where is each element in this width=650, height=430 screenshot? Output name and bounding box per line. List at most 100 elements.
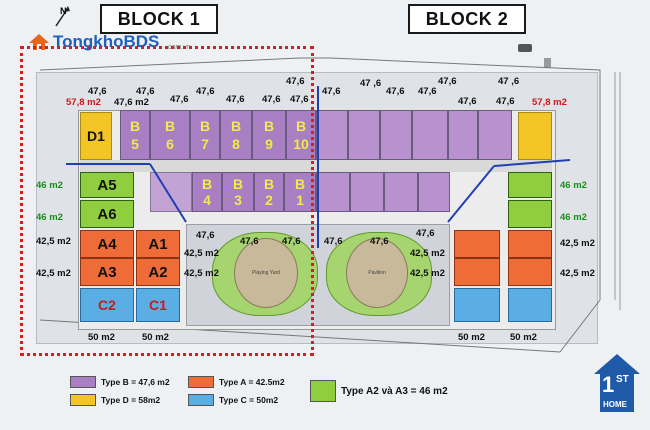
dim-plaza-5: 47,6: [370, 236, 389, 247]
legend-type-a: Type A = 42.5m2: [188, 376, 285, 388]
block2-unit-green-2: [508, 200, 552, 228]
block2-unit-d: [518, 112, 552, 160]
block2-unit-orange-2: [508, 230, 552, 258]
car-icon: [518, 44, 532, 52]
block-2-title: BLOCK 2: [408, 4, 526, 34]
dim-top-14: 47,6: [496, 96, 515, 107]
dim-a5: 46 m2: [36, 180, 63, 191]
dim-top-17: 47,6 m2: [114, 97, 149, 108]
dim-c1: 50 m2: [142, 332, 169, 343]
block-1-highlight: [20, 46, 314, 356]
dim-top-6: 47,6: [262, 94, 281, 105]
dim-top-12: 47,6: [418, 86, 437, 97]
dim-c2: 50 m2: [88, 332, 115, 343]
block2-unit-mid-5: [150, 172, 192, 212]
unit-a2: A2: [136, 258, 180, 286]
dim-plaza-3: 47,6: [282, 236, 301, 247]
dim-a6: 46 m2: [36, 212, 63, 223]
legend-type-a2a3: Type A2 và A3 = 46 m2: [310, 380, 448, 402]
legend-swatch-orange: [188, 376, 214, 388]
dim-d1-left: 57,8 m2: [66, 97, 101, 108]
unit-a1: A1: [136, 230, 180, 258]
dim-top-3: 47,6: [196, 86, 215, 97]
dim-top-10: 47,6: [322, 86, 341, 97]
legend-type-b: Type B = 47,6 m2: [70, 376, 170, 388]
dim-top-8: 47,6: [170, 94, 189, 105]
dim-top-4: 47,6: [286, 76, 305, 87]
dim-top-1: 47,6: [88, 86, 107, 97]
badge-word: HOME: [603, 400, 627, 409]
dim-top-2: 47,6: [136, 86, 155, 97]
dim-top-16: 47,6: [438, 76, 457, 87]
dim-right-c-1: 50 m2: [458, 332, 485, 343]
badge-suffix: ST: [616, 374, 629, 385]
dim-a4: 42,5 m2: [36, 236, 71, 247]
block2-unit-orange-3: [454, 258, 500, 286]
legend-swatch-blue: [188, 394, 214, 406]
corridor: [80, 160, 552, 172]
dim-d1-right: 57,8 m2: [532, 97, 567, 108]
dim-plaza-1: 47,6: [196, 230, 215, 241]
block2-unit-top-6: [478, 110, 512, 160]
block2-unit-orange-4: [508, 258, 552, 286]
dim-a1: 42,5 m2: [184, 248, 219, 259]
dim-plaza-6: 47,6: [416, 228, 435, 239]
legend-type-d: Type D = 58m2: [70, 394, 160, 406]
dim-top-11: 47,6: [386, 86, 405, 97]
dim-plaza-4: 47,6: [324, 236, 343, 247]
block2-unit-mid-1: [316, 172, 350, 212]
unit-a3: A3: [80, 258, 134, 286]
dim-right-green-2: 46 m2: [560, 212, 587, 223]
legend-swatch-purple: [70, 376, 96, 388]
unit-a4: A4: [80, 230, 134, 258]
dim-top-13: 47,6: [458, 96, 477, 107]
dim-right-green-1: 46 m2: [560, 180, 587, 191]
block2-unit-top-5: [448, 110, 478, 160]
dim-right-4: 42,5 m2: [560, 268, 595, 279]
dim-top-15: 47 ,6: [498, 76, 520, 87]
unit-c2: C2: [80, 288, 134, 322]
first-home-badge: 1 ST HOME: [592, 352, 642, 414]
legend-type-c: Type C = 50m2: [188, 394, 278, 406]
unit-c1: C1: [136, 288, 180, 322]
dim-a2: 42,5 m2: [184, 268, 219, 279]
car-icon-2: [544, 58, 551, 68]
dim-plaza-2: 47,6: [240, 236, 259, 247]
block-1-title: BLOCK 1: [100, 4, 218, 34]
unit-a6: A6: [80, 200, 134, 228]
block2-unit-top-1: [316, 110, 348, 160]
dim-top-5: 47,6: [226, 94, 245, 105]
block2-unit-orange-1: [454, 230, 500, 258]
block2-unit-mid-2: [350, 172, 384, 212]
badge-number: 1: [602, 372, 615, 397]
block2-unit-green-1: [508, 172, 552, 198]
dim-top-9: 47 ,6: [360, 78, 382, 89]
dim-a3: 42,5 m2: [36, 268, 71, 279]
block2-unit-blue-1: [454, 288, 500, 322]
house-badge-icon: [594, 354, 640, 412]
block2-unit-top-2: [348, 110, 380, 160]
north-label: N: [60, 6, 67, 16]
dim-right-2: 42,5 m2: [410, 268, 445, 279]
dim-right-c-2: 50 m2: [510, 332, 537, 343]
oval-pavilion: Pavilion: [346, 238, 408, 308]
unit-d1: D1: [80, 112, 112, 160]
dim-right-3: 42,5 m2: [560, 238, 595, 249]
unit-a5: A5: [80, 172, 134, 198]
block2-unit-mid-3: [384, 172, 418, 212]
legend-swatch-green: [310, 380, 336, 402]
dim-top-7: 47,6: [290, 94, 309, 105]
block2-unit-mid-4: [418, 172, 450, 212]
block2-unit-blue-2: [508, 288, 552, 322]
dim-right-1: 42,5 m2: [410, 248, 445, 259]
